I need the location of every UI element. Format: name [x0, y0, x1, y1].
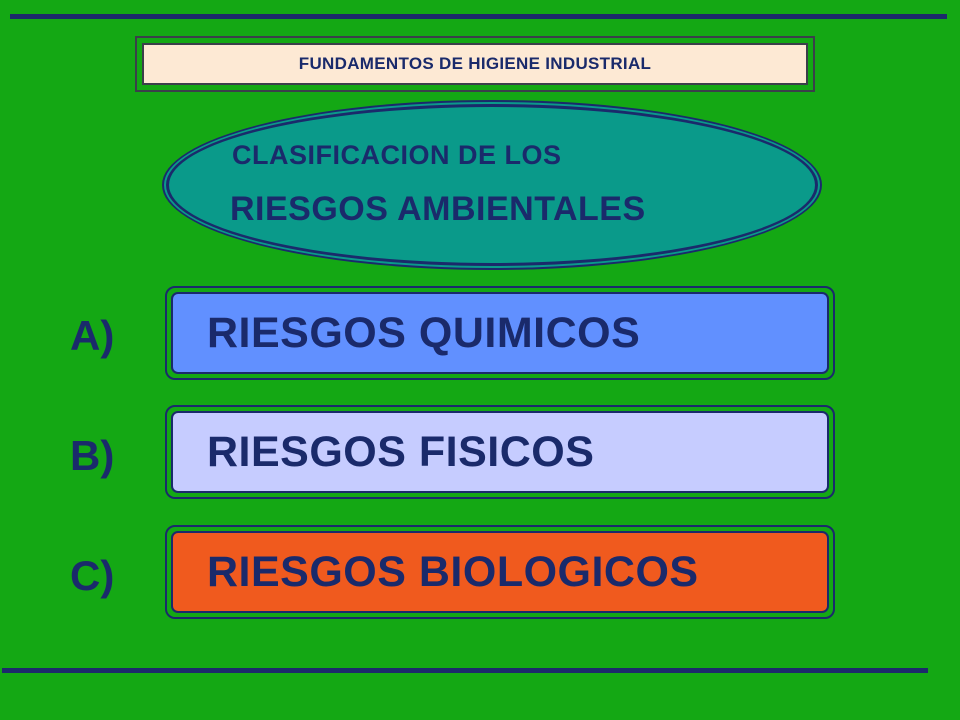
item-letter-c: C) — [70, 552, 115, 599]
bottom-divider — [2, 668, 928, 673]
heading-line-1: CLASIFICACION DE LOS — [232, 140, 562, 170]
item-box-fisicos: RIESGOS FISICOS — [165, 405, 835, 499]
item-label-fisicos: RIESGOS FISICOS — [171, 411, 829, 493]
item-box-quimicos: RIESGOS QUIMICOS — [165, 286, 835, 380]
item-letter-a: A) — [70, 312, 115, 359]
item-label-biologicos: RIESGOS BIOLOGICOS — [171, 531, 829, 613]
item-label-quimicos: RIESGOS QUIMICOS — [171, 292, 829, 374]
top-divider — [10, 14, 947, 19]
slide-title: FUNDAMENTOS DE HIGIENE INDUSTRIAL — [142, 43, 808, 85]
heading-line-2: RIESGOS AMBIENTALES — [230, 190, 646, 228]
heading-ellipse — [166, 104, 818, 266]
item-letter-b: B) — [70, 432, 115, 479]
item-box-biologicos: RIESGOS BIOLOGICOS — [165, 525, 835, 619]
title-box: FUNDAMENTOS DE HIGIENE INDUSTRIAL — [135, 36, 815, 92]
